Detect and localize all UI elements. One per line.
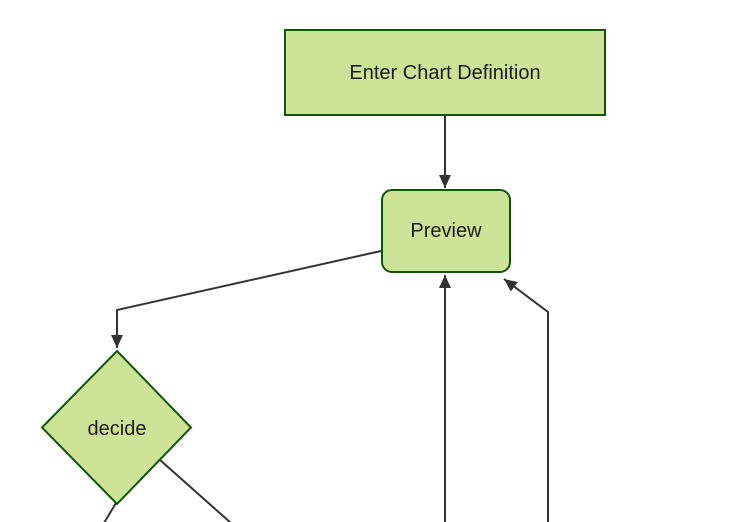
enter-chart-definition-label: Enter Chart Definition [349, 62, 540, 84]
node-enter-chart-definition: Enter Chart Definition [284, 29, 606, 116]
decide-label: decide [88, 418, 147, 440]
enter-chart-definition-box [284, 29, 606, 116]
edge-preview-to-decide [111, 250, 382, 348]
edge-decide-branch-right [159, 459, 232, 522]
decide-diamond [40, 349, 193, 506]
preview-label: Preview [410, 220, 482, 242]
node-preview: Preview [381, 189, 511, 273]
edge-return-bottom-right-to-preview [503, 278, 549, 522]
preview-box [381, 189, 511, 273]
node-decide: decide [40, 349, 193, 506]
edge-decide-branch-left [103, 502, 117, 522]
edge-layer [103, 115, 549, 522]
